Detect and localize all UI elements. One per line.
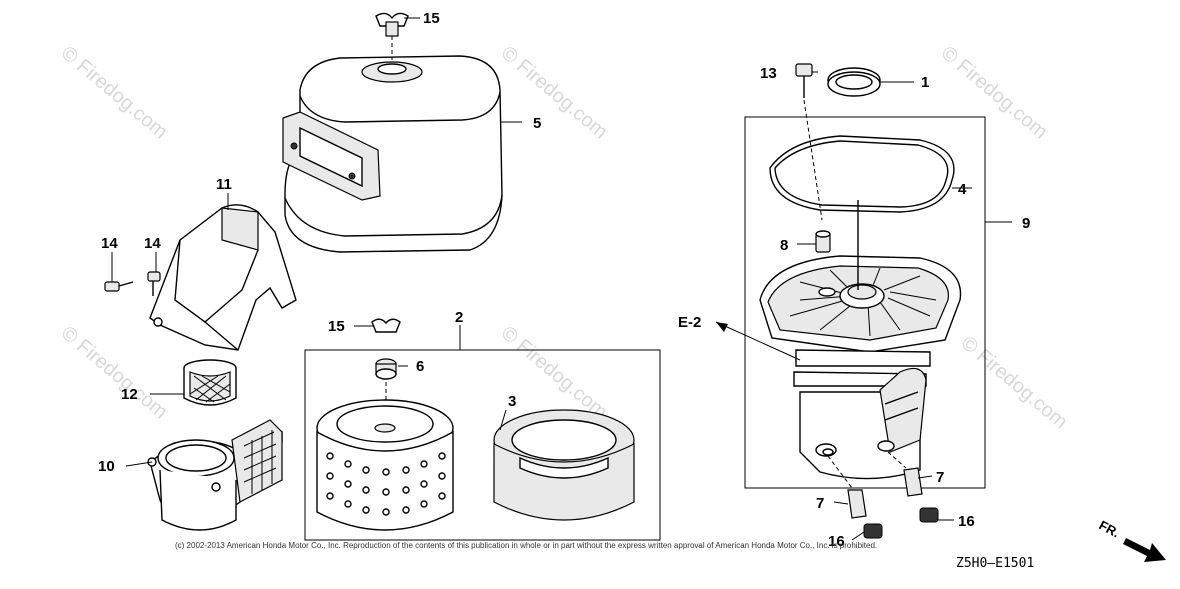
callout-12[interactable]: 12 <box>121 386 138 403</box>
callout-3[interactable]: 3 <box>508 393 516 410</box>
part-16-nuts[interactable] <box>863 507 939 539</box>
callout-10[interactable]: 10 <box>98 458 115 475</box>
part-9-group-box <box>744 116 1012 489</box>
part-7-tubes[interactable] <box>827 451 923 519</box>
callouts: 15 5 11 14 14 12 10 15 2 6 3 13 1 4 9 8 … <box>98 10 1030 550</box>
part-15-wing-nut-top[interactable] <box>375 12 409 60</box>
watermark-1: © Firedog.com <box>57 42 172 143</box>
callout-8[interactable]: 8 <box>780 237 788 254</box>
leader-lines <box>111 17 972 541</box>
callout-13[interactable]: 13 <box>760 65 777 82</box>
watermark-3: © Firedog.com <box>937 42 1052 143</box>
front-arrow-icon <box>1123 538 1166 562</box>
callout-6[interactable]: 6 <box>416 358 424 375</box>
callout-7-left[interactable]: 7 <box>816 495 824 512</box>
part-5-air-cleaner-cover[interactable] <box>282 55 503 253</box>
watermark-4: © Firedog.com <box>57 322 172 423</box>
diagram-code: Z5H0—E1501 <box>956 556 1034 571</box>
callout-15-lower[interactable]: 15 <box>328 318 345 335</box>
part-4-gasket[interactable] <box>769 135 955 213</box>
callout-e2[interactable]: E-2 <box>678 314 701 331</box>
part-10-elbow[interactable] <box>147 419 283 531</box>
callout-5[interactable]: 5 <box>533 115 541 132</box>
callout-11[interactable]: 11 <box>216 176 232 193</box>
watermark-6: © Firedog.com <box>957 332 1072 433</box>
part-11-intake-duct[interactable] <box>149 204 297 351</box>
callout-16-left[interactable]: 16 <box>828 533 845 550</box>
callout-7-right[interactable]: 7 <box>936 469 944 486</box>
part-2-group-box <box>304 325 661 541</box>
callout-14-right[interactable]: 14 <box>144 235 161 252</box>
part-1-ring[interactable] <box>827 67 881 97</box>
callout-1[interactable]: 1 <box>921 74 929 91</box>
callout-9[interactable]: 9 <box>1022 215 1030 232</box>
front-direction-indicator: FR. <box>1097 517 1166 562</box>
copyright-notice: (c) 2002-2013 American Honda Motor Co., … <box>175 541 877 550</box>
filter-holes <box>326 452 446 516</box>
part-15-wing-nut-lower[interactable] <box>371 318 401 333</box>
callout-2[interactable]: 2 <box>455 309 463 326</box>
callout-15-top[interactable]: 15 <box>423 10 440 27</box>
part-8-spacer[interactable] <box>815 230 831 253</box>
front-label: FR. <box>1097 517 1123 540</box>
part-2-filter-element[interactable] <box>316 399 454 531</box>
part-13-bolt[interactable] <box>795 63 823 221</box>
callout-14-left[interactable]: 14 <box>101 235 118 252</box>
watermark-2: © Firedog.com <box>497 42 612 143</box>
callout-4[interactable]: 4 <box>958 181 967 198</box>
part-9-air-cleaner-case[interactable] <box>759 200 962 480</box>
part-14-screws[interactable] <box>104 271 161 296</box>
part-12-screen[interactable] <box>183 359 237 406</box>
reference-arrow-e2 <box>715 321 801 361</box>
part-3-foam-element[interactable] <box>493 409 635 521</box>
callout-16-right[interactable]: 16 <box>958 513 975 530</box>
